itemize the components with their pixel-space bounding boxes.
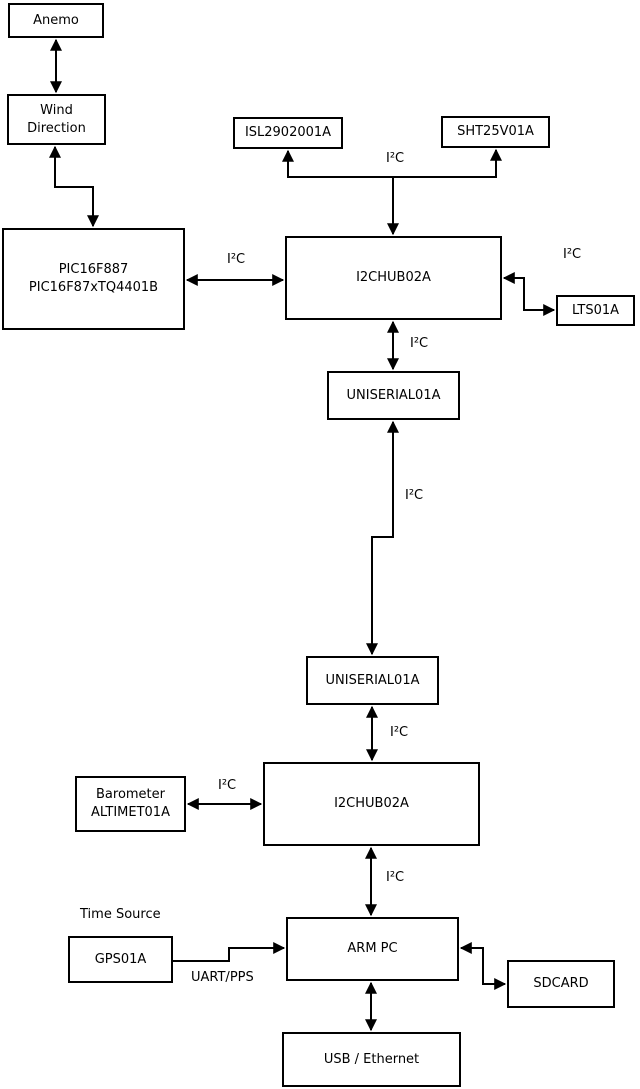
node-anemo: Anemo [8,3,104,38]
edge-label-i2c-hub2-armpc: I²C [386,870,405,885]
node-wind-direction: Wind Direction [7,94,106,145]
node-uniserial01a-1: UNISERIAL01A [327,371,460,420]
node-lts01a: LTS01A [556,295,635,326]
node-sht25v01a: SHT25V01A [441,116,550,148]
edge-label-i2c-barometer-hub2: I²C [218,778,237,793]
edge-label-i2c-sensor-bus: I²C [386,151,405,166]
edge-label-i2c-pic-hub1: I²C [227,252,246,267]
node-gps01a: GPS01A [68,936,173,983]
node-pic16f887: PIC16F887 PIC16F87xTQ4401B [2,228,185,330]
edge-label-time-source: Time Source [80,907,161,922]
edge-label-i2c-uniserial-link: I²C [405,488,424,503]
edge-label-i2c-hub1-lts: I²C [563,247,582,262]
node-isl2902001a: ISL2902001A [233,117,343,149]
connector-armpc-sdcard [459,942,507,990]
node-arm-pc: ARM PC [286,917,459,981]
connector-uniserial1-uniserial2 [366,420,399,656]
node-uniserial01a-2: UNISERIAL01A [306,656,439,705]
node-usb-ethernet: USB / Ethernet [282,1032,461,1087]
connector-hub1-lts [502,272,556,316]
edge-label-i2c-hub1-uniserial1: I²C [410,336,429,351]
connector-gps-armpc [173,942,286,962]
node-i2chub02a-1: I2CHUB02A [285,236,502,320]
node-i2chub02a-2: I2CHUB02A [263,762,480,846]
edge-label-uart-pps: UART/PPS [191,970,254,985]
node-sdcard: SDCARD [507,960,615,1008]
node-barometer-altimet01a: Barometer ALTIMET01A [75,776,186,832]
connector-winddirection-pic [49,145,99,228]
edge-label-i2c-uniserial2-hub2: I²C [390,725,409,740]
